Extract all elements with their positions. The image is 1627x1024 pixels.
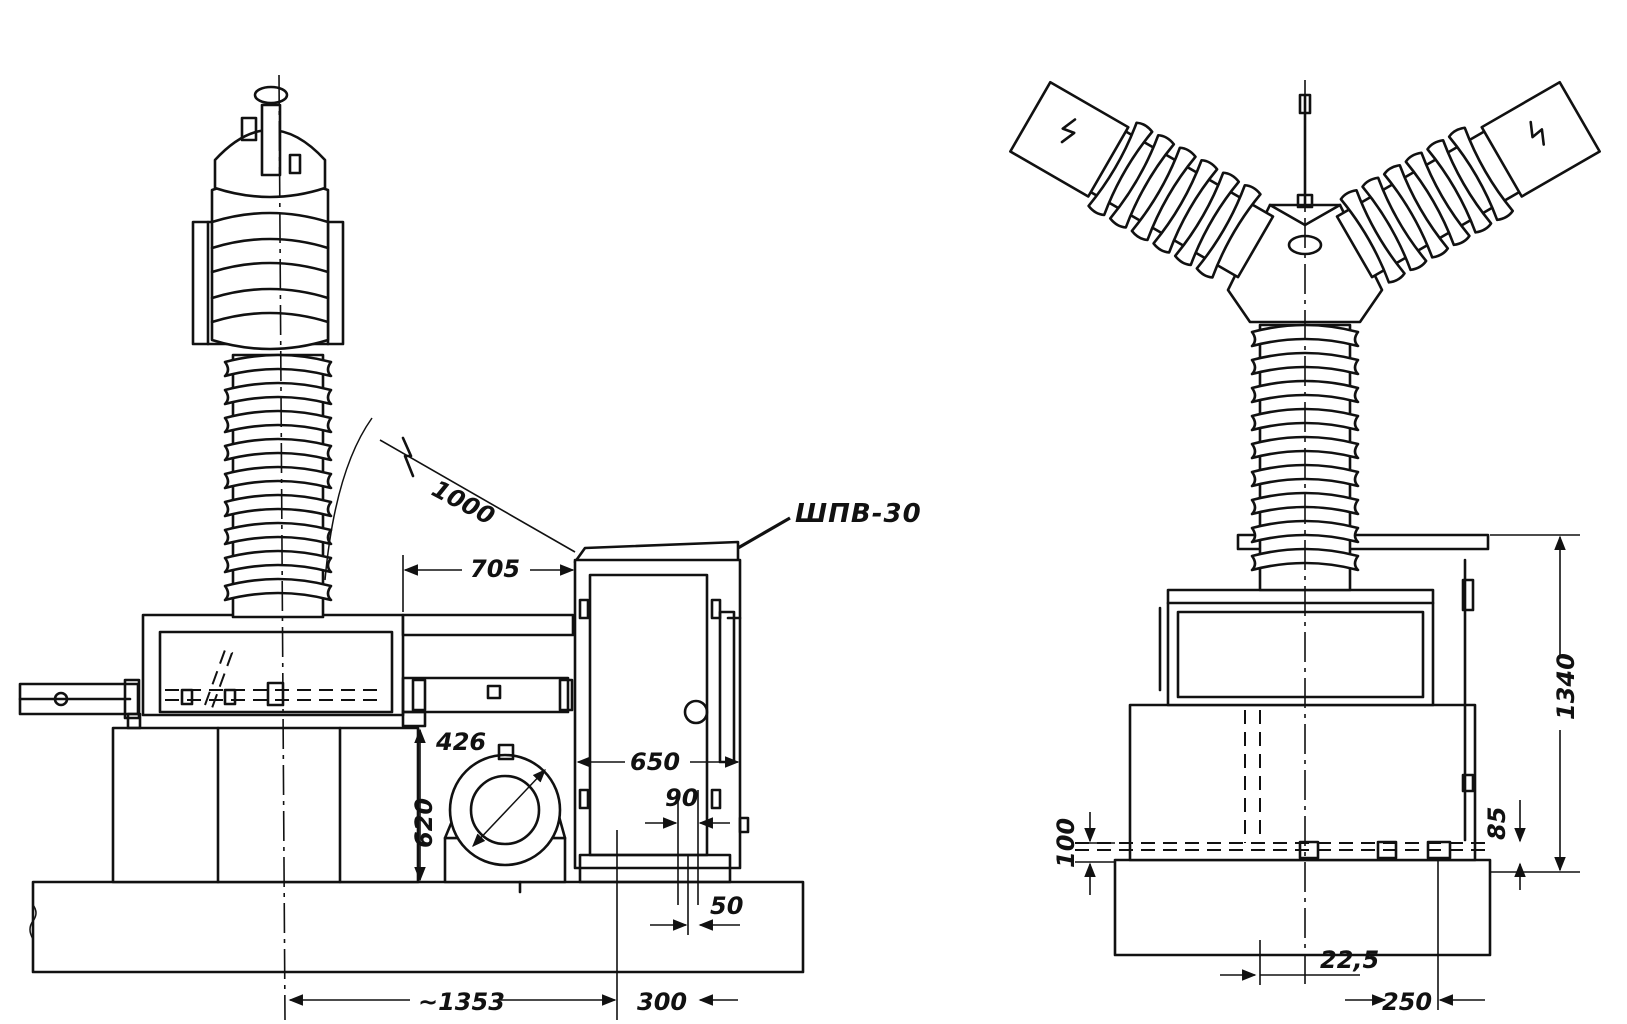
base-support-block — [111, 726, 420, 884]
dim-50-label: 50 — [710, 892, 743, 920]
dimension-1353: ~1353 — [288, 830, 618, 1020]
dimension-300: 300 — [637, 988, 738, 1016]
left-side-view: 1000 ШПВ-30 705 650 426 620 — [18, 74, 922, 1021]
dimension-85: 85 — [1483, 800, 1526, 890]
insulator-column — [223, 353, 333, 619]
dimension-100: 100 — [1052, 812, 1115, 895]
dim-1353-label: ~1353 — [418, 988, 505, 1016]
dim-1000-label: 1000 — [427, 475, 499, 531]
dim-85-label: 85 — [1483, 807, 1511, 840]
dimension-250: 250 — [1345, 860, 1485, 1016]
dimension-620: 620 — [410, 728, 438, 882]
drive-cabinet — [573, 540, 750, 884]
mechanism-housing — [141, 613, 405, 717]
dimension-22-5: 22,5 — [1220, 940, 1379, 985]
dim-426-label: 426 — [435, 728, 486, 756]
cabinet-type-label: ШПВ-30 — [795, 499, 922, 529]
dimension-650: 650 — [576, 748, 740, 776]
right-foundation — [1113, 858, 1492, 957]
dimension-1340: 1340 — [1490, 534, 1580, 873]
dim-22-5-label: 22,5 — [1320, 946, 1379, 974]
dim-100-label: 100 — [1052, 818, 1080, 868]
dimension-90: 90 — [645, 784, 730, 905]
connecting-shaft — [401, 613, 575, 728]
dim-90-label: 90 — [665, 784, 698, 812]
arc-chamber-head — [191, 85, 345, 351]
column-axis — [278, 74, 286, 1021]
left-insulator-arm — [1009, 80, 1275, 279]
dim-650-label: 650 — [630, 748, 680, 776]
right-insulator-arm — [1335, 80, 1601, 284]
dim-300-label: 300 — [637, 988, 687, 1016]
left-drive-shaft — [18, 678, 142, 730]
dim-1340-label: 1340 — [1552, 653, 1580, 720]
dim-705-label: 705 — [470, 555, 520, 583]
cabinet-label-leader: ШПВ-30 — [737, 499, 922, 550]
dimension-705: 705 — [402, 555, 575, 612]
electric-motor — [443, 743, 567, 894]
dimension-50: 50 — [650, 855, 743, 935]
dim-620-label: 620 — [410, 798, 438, 848]
right-front-view: 1340 100 85 22,5 250 — [1009, 80, 1601, 1016]
dim-250-label: 250 — [1382, 988, 1432, 1016]
dimension-1000: 1000 — [324, 417, 576, 581]
